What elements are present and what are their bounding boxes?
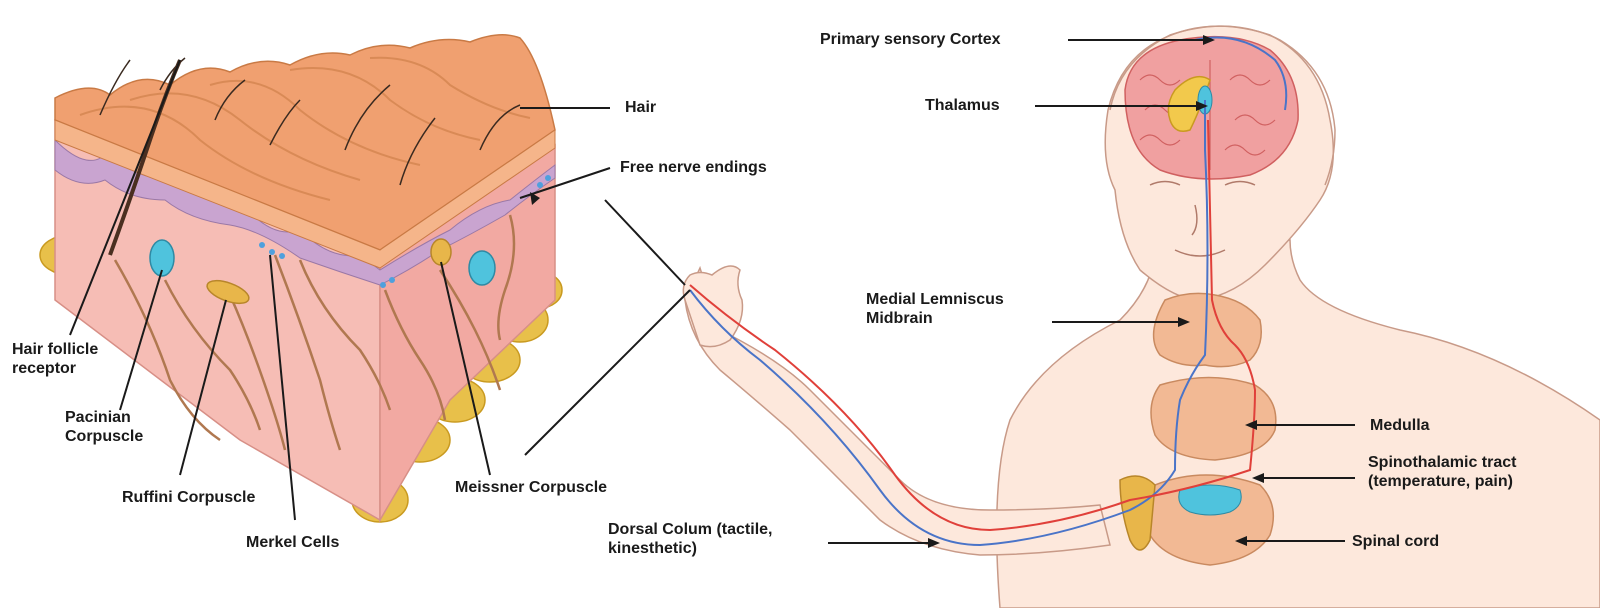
- label-free-nerve-endings: Free nerve endings: [620, 158, 767, 177]
- label-dorsal-column-line1: Dorsal Colum (tactile,: [608, 520, 772, 539]
- label-thalamus: Thalamus: [925, 96, 1000, 115]
- label-medial-lemniscus-line2: Midbrain: [866, 309, 1004, 328]
- label-dorsal-column: Dorsal Colum (tactile, kinesthetic): [608, 520, 772, 558]
- label-spinothalamic-tract: Spinothalamic tract (temperature, pain): [1368, 453, 1516, 491]
- brain: [1125, 37, 1298, 179]
- label-hair-follicle-receptor-line2: receptor: [12, 359, 98, 378]
- hand-outline: [683, 266, 742, 347]
- pacinian-corpuscle-shape-2: [469, 251, 495, 285]
- label-medulla: Medulla: [1370, 416, 1430, 435]
- label-medial-lemniscus-line1: Medial Lemniscus: [866, 290, 1004, 309]
- label-hair-follicle-receptor: Hair follicle receptor: [12, 340, 98, 378]
- label-primary-sensory-cortex: Primary sensory Cortex: [820, 30, 1001, 49]
- label-dorsal-column-line2: kinesthetic): [608, 539, 772, 558]
- label-hair-follicle-receptor-line1: Hair follicle: [12, 340, 98, 359]
- label-spinothalamic-line2: (temperature, pain): [1368, 472, 1516, 491]
- label-medial-lemniscus-midbrain: Medial Lemniscus Midbrain: [866, 290, 1004, 328]
- label-pacinian-corpuscle: Pacinian Corpuscle: [65, 408, 143, 446]
- spinal-cord-gray-matter: [1179, 485, 1242, 515]
- label-merkel-cells: Merkel Cells: [246, 533, 339, 552]
- medulla-shape: [1151, 378, 1276, 461]
- label-pacinian-corpuscle-line1: Pacinian: [65, 408, 143, 427]
- label-ruffini-corpuscle: Ruffini Corpuscle: [122, 488, 255, 507]
- label-pacinian-corpuscle-line2: Corpuscle: [65, 427, 143, 446]
- label-hair: Hair: [625, 98, 656, 117]
- label-spinal-cord: Spinal cord: [1352, 532, 1439, 551]
- meissner-corpuscle-shape: [431, 239, 451, 265]
- label-spinothalamic-line1: Spinothalamic tract: [1368, 453, 1516, 472]
- label-meissner-corpuscle: Meissner Corpuscle: [455, 478, 607, 497]
